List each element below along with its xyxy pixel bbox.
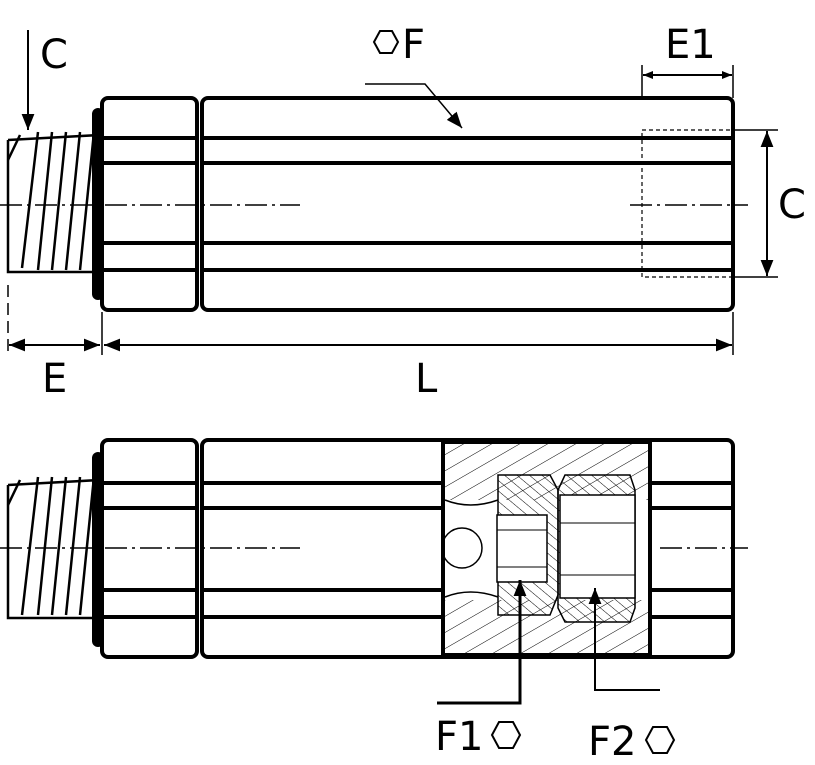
port-hidden xyxy=(641,129,734,278)
hexagon-icon xyxy=(644,726,676,754)
hex-leader xyxy=(365,83,463,129)
label-thread-length: E xyxy=(42,356,67,402)
label-insert-hex-2: F2 xyxy=(588,719,636,765)
section-view: F1 F2 xyxy=(0,438,748,765)
hexagon-icon xyxy=(490,721,522,749)
label-overall-length: L xyxy=(415,356,438,402)
male-thread xyxy=(6,131,102,274)
f2-leader xyxy=(588,588,660,691)
hex-nut xyxy=(100,96,199,312)
label-port-depth: E1 xyxy=(665,22,716,68)
hex-body xyxy=(200,96,735,312)
cut-section xyxy=(441,440,652,657)
label-hex-size: F xyxy=(402,22,425,68)
label-thread-top: C xyxy=(40,32,68,78)
f1-leader xyxy=(437,580,527,705)
label-insert-hex-1: F1 xyxy=(435,714,483,760)
top-view: C F E1 C E L xyxy=(0,22,806,402)
hexagon-icon xyxy=(372,30,400,54)
label-port-thread: C xyxy=(778,182,806,228)
